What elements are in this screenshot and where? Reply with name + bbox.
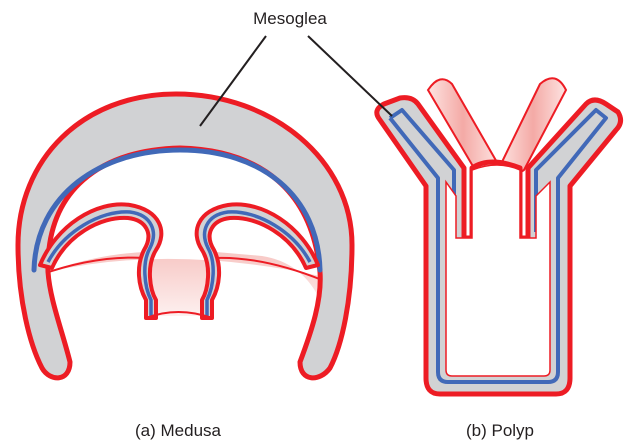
mesoglea-label: Mesoglea: [253, 9, 327, 28]
polyp: [377, 78, 621, 394]
medusa: [18, 94, 352, 378]
medusa-caption: (a) Medusa: [135, 421, 222, 440]
mesoglea-leader-line-2: [308, 36, 392, 116]
polyp-caption: (b) Polyp: [466, 421, 534, 440]
